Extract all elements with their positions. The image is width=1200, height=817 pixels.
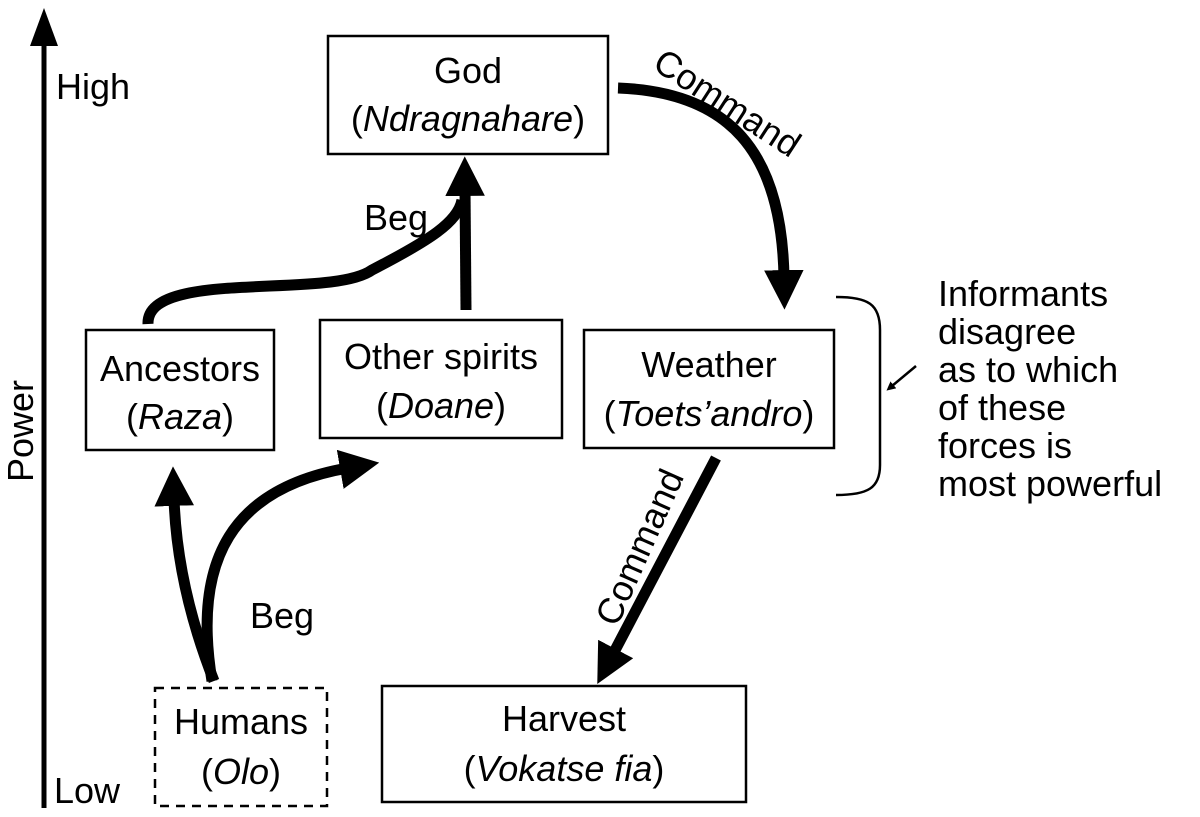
node-spirits: Other spirits (Doane) [318, 318, 564, 440]
note-line: forces is [938, 425, 1072, 466]
note-line: disagree [938, 311, 1076, 352]
note-line: as to which [938, 349, 1118, 390]
node-ancestors-local: (Raza) [126, 396, 234, 437]
node-harvest-box [380, 684, 748, 804]
node-weather-local: (Toets’andro) [604, 393, 815, 434]
node-god-name: God [434, 50, 502, 91]
node-ancestors-name: Ancestors [100, 348, 260, 389]
node-weather: Weather (Toets’andro) [582, 328, 836, 450]
axis-high-label: High [56, 66, 130, 107]
node-god: God (Ndragnahare) [326, 34, 610, 156]
note-line: of these [938, 387, 1066, 428]
edge-label-beg-upper: Beg [364, 197, 428, 238]
edge-label-command-top: Command [647, 40, 809, 165]
node-harvest: Harvest (Vokatse fia) [380, 684, 748, 804]
edges [142, 82, 804, 685]
node-weather-box [582, 328, 836, 450]
axis-power-label: Power [0, 380, 41, 482]
node-god-local-term: Ndragnahare [363, 98, 573, 139]
axis-low-label: Low [54, 770, 121, 811]
node-god-local: (Ndragnahare) [351, 98, 585, 139]
node-harvest-name: Harvest [502, 698, 626, 739]
edge-label-beg-lower: Beg [250, 595, 314, 636]
node-humans: Humans (Olo) [153, 686, 329, 808]
node-humans-name: Humans [174, 701, 308, 742]
bracket [835, 295, 882, 497]
node-weather-local-term: Toets’andro [616, 393, 803, 434]
node-humans-local-term: Olo [213, 751, 269, 792]
node-god-box [326, 34, 610, 156]
arrow-ancestors-to-god [142, 198, 468, 325]
node-harvest-local-term: Vokatse fia [476, 748, 653, 789]
arrow-weather-to-harvest [597, 455, 721, 685]
power-axis: High Low Power [0, 8, 130, 811]
node-humans-local: (Olo) [201, 751, 281, 792]
node-spirits-local-term: Doane [388, 385, 494, 426]
node-spirits-local: (Doane) [376, 385, 506, 426]
node-ancestors: Ancestors (Raza) [84, 328, 276, 452]
note-pointer-arrow [886, 365, 917, 391]
note: Informants disagree as to which of these… [938, 273, 1162, 504]
note-line: Informants [938, 273, 1108, 314]
node-spirits-box [318, 318, 564, 440]
node-harvest-local: (Vokatse fia) [464, 748, 665, 789]
node-spirits-name: Other spirits [344, 336, 538, 377]
note-line: most powerful [938, 463, 1162, 504]
arrow-humans-to-spirits [201, 449, 380, 682]
power-axis-arrowhead [30, 8, 58, 46]
arrow-god-to-weather [617, 82, 804, 310]
node-weather-name: Weather [641, 344, 776, 385]
node-ancestors-box [84, 328, 276, 452]
node-ancestors-local-term: Raza [138, 396, 222, 437]
node-humans-box [153, 686, 329, 808]
